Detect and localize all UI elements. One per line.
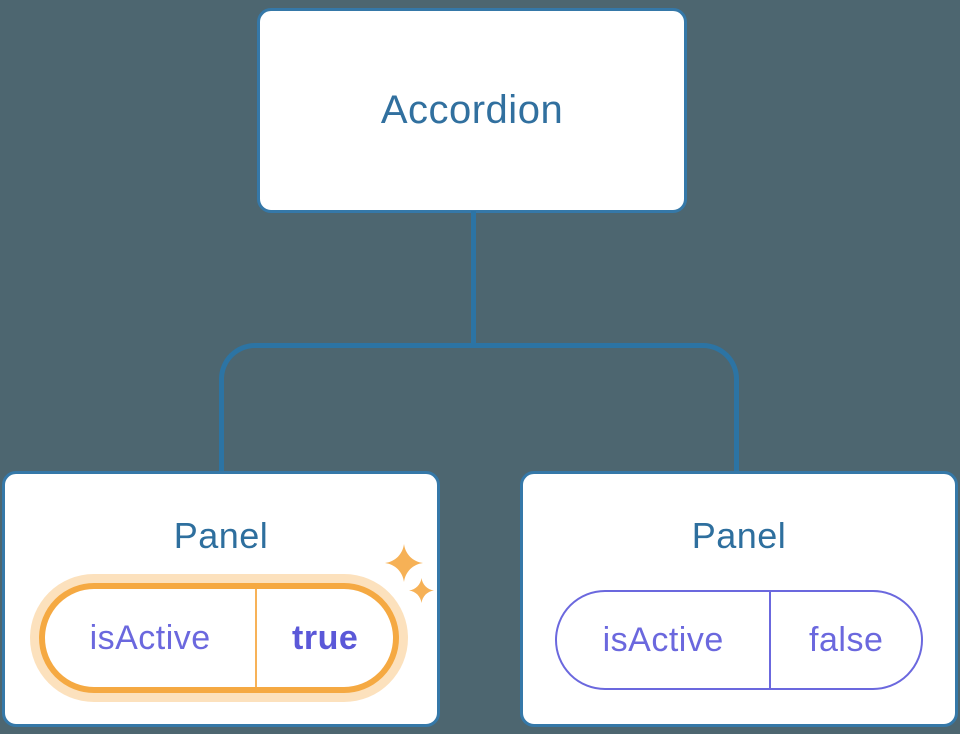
prop-value: false (809, 620, 884, 659)
prop-pill-active: isActive true (39, 583, 399, 693)
pill-divider (255, 589, 258, 687)
pill-divider (769, 592, 772, 688)
connector-stem (471, 211, 476, 345)
accordion-node-label: Accordion (380, 88, 564, 132)
prop-pill-inactive: isActive false (555, 590, 923, 690)
panel-node-inactive: Panel isActive false (520, 471, 958, 727)
sparkle-icon (409, 578, 434, 603)
prop-name: isActive (602, 620, 724, 659)
sparkle-icon (385, 544, 423, 582)
connector-branch (219, 343, 739, 471)
panel-node-active: Panel isActive true (2, 471, 440, 727)
panel-title: Panel (691, 515, 787, 556)
prop-value: true (292, 618, 359, 657)
accordion-node: Accordion (257, 8, 687, 213)
panel-title: Panel (173, 515, 269, 556)
prop-name: isActive (89, 618, 211, 657)
